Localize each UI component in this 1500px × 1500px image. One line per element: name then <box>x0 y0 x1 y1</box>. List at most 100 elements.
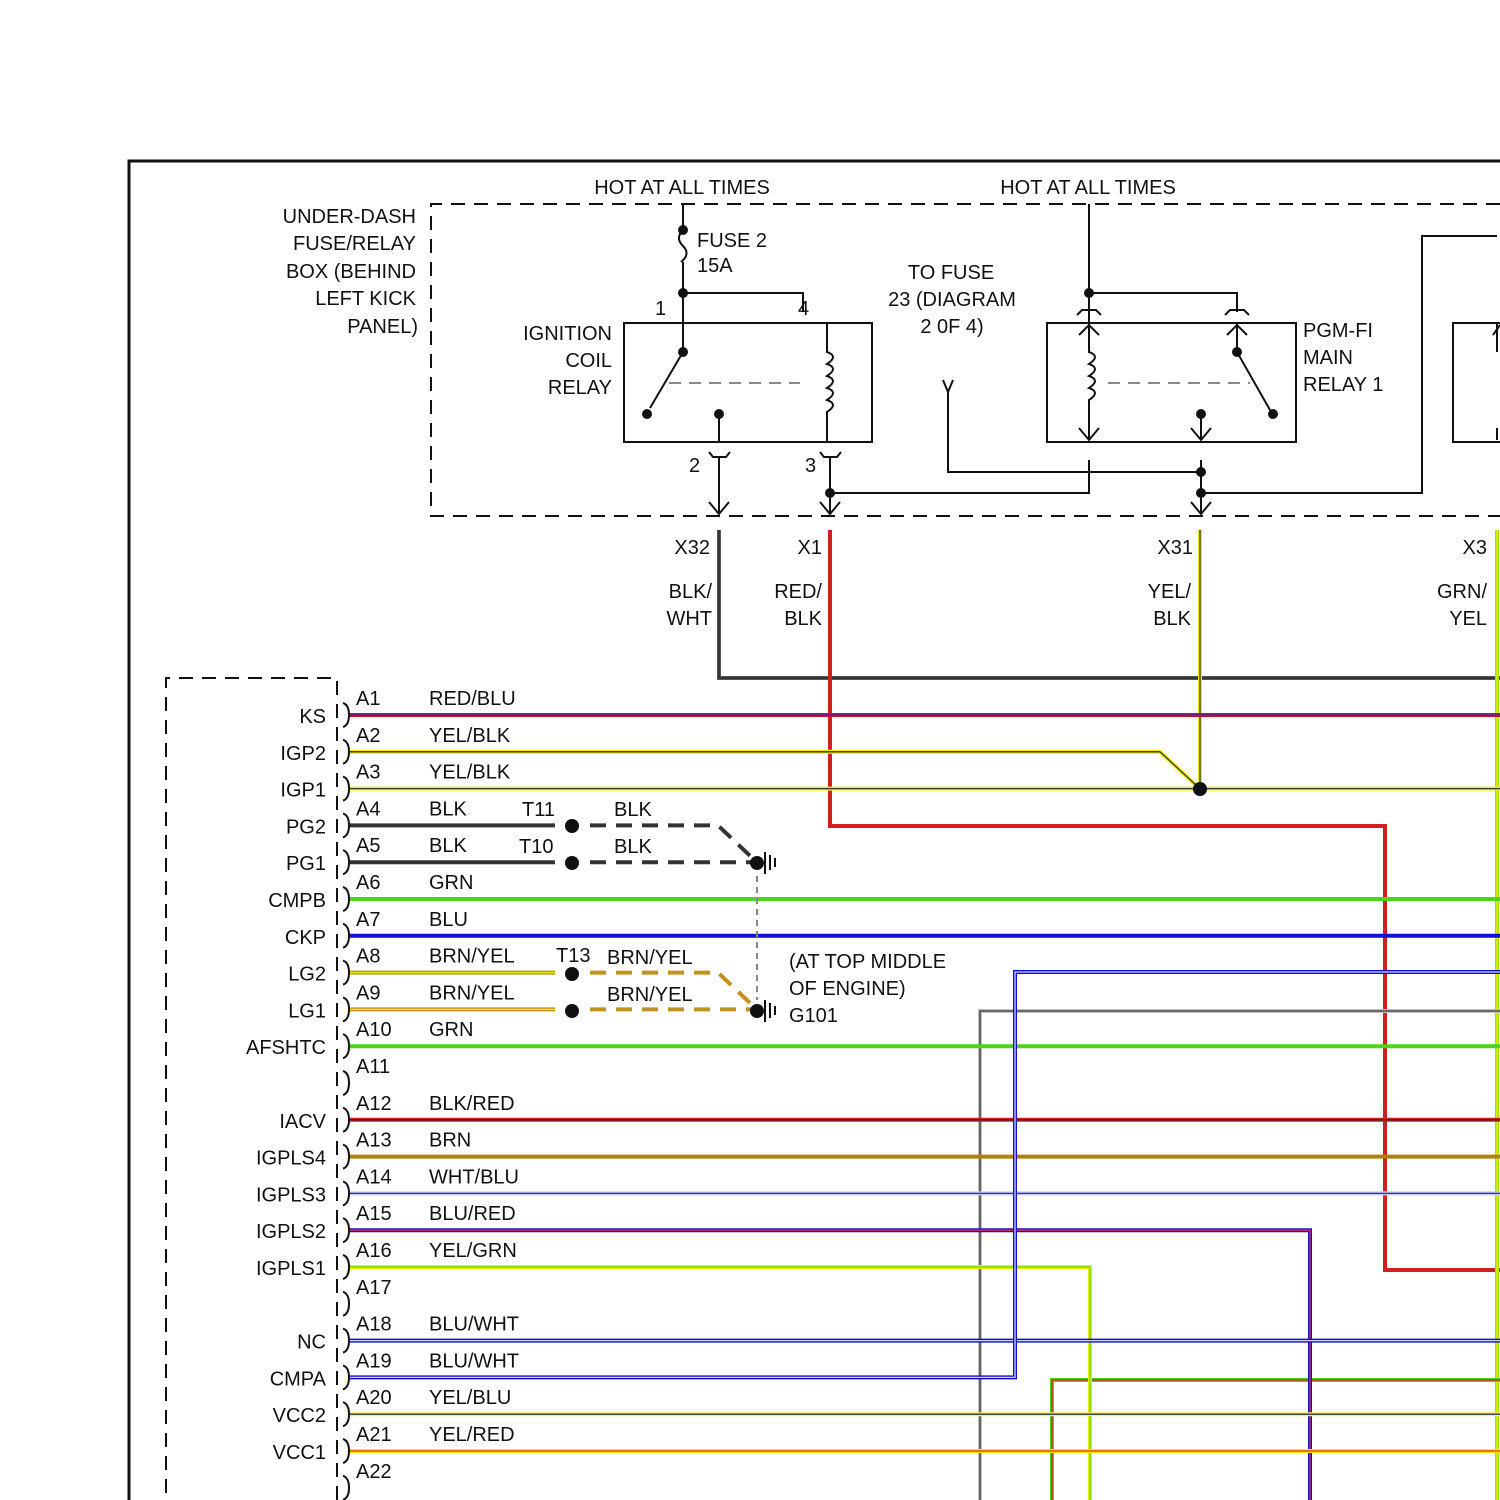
ground-note: (AT TOP MIDDLE <box>789 951 946 973</box>
signal-label: IGP2 <box>280 743 326 765</box>
wire-color-label: BLK <box>429 835 467 857</box>
relay-box-partial <box>1453 323 1500 442</box>
connector-pin-icon <box>343 1255 349 1279</box>
wire-color-label: BLK/RED <box>429 1093 515 1115</box>
wire-color-label: BLU/WHT <box>429 1314 519 1336</box>
signal-label: CKP <box>285 927 326 949</box>
hot-label-2: HOT AT ALL TIMES <box>1000 177 1176 199</box>
fuse-box-label: LEFT KICK <box>315 288 416 310</box>
terminal-id: X31 <box>1157 537 1193 559</box>
terminal-color: YEL/ <box>1148 581 1192 603</box>
pin-id: A15 <box>356 1203 392 1225</box>
to-fuse-lines <box>943 236 1497 514</box>
signal-label: PG1 <box>286 853 326 875</box>
connector-pin-icon <box>343 850 349 874</box>
wire-color-label: YEL/BLK <box>429 762 511 784</box>
main-relay-label: PGM-FI <box>1303 320 1373 342</box>
wire-color-label: BRN/YEL <box>607 947 693 969</box>
main-relay-coil-icon <box>1079 323 1270 440</box>
signal-label: IGPLS2 <box>256 1221 326 1243</box>
connector-pin-icon <box>343 924 349 948</box>
wire-x32-stripe <box>719 530 1500 678</box>
signal-label: IGPLS1 <box>256 1258 326 1280</box>
relay-coil-icon <box>709 323 833 514</box>
connector-pin-icon <box>343 887 349 911</box>
pin-id: A6 <box>356 872 380 894</box>
wire-color-label: YEL/BLU <box>429 1387 511 1409</box>
connector-pin-icon <box>343 997 349 1021</box>
connector-pin-icon <box>343 1181 349 1205</box>
pin-id: A2 <box>356 725 380 747</box>
ignition-coil-relay-box <box>624 323 872 442</box>
connector-pin-icon <box>343 777 349 801</box>
signal-label: VCC2 <box>273 1405 326 1427</box>
splice-label: T11 <box>522 799 555 821</box>
connector-pin-icon <box>343 1108 349 1132</box>
signal-label: LG1 <box>288 1000 326 1022</box>
fuse-box-label: FUSE/RELAY <box>293 233 416 255</box>
terminal-id: X3 <box>1463 537 1487 559</box>
terminal-color: GRN/ <box>1437 581 1487 603</box>
terminal-color: YEL <box>1449 608 1487 630</box>
wire-color-label: BLK <box>429 798 467 820</box>
pin-id: A13 <box>356 1130 392 1152</box>
wire-color-label: BRN/YEL <box>429 982 515 1004</box>
pin-id: A3 <box>356 762 380 784</box>
connector-pin-icon <box>343 1402 349 1426</box>
signal-label: AFSHTC <box>246 1037 326 1059</box>
pin-id: A22 <box>356 1461 392 1483</box>
pin-label: 4 <box>798 298 809 320</box>
wire-color-label: GRN <box>429 1019 473 1041</box>
connector-pin-icon <box>343 961 349 985</box>
splice-label: T10 <box>519 836 553 858</box>
terminal-color: BLK/ <box>669 581 713 603</box>
main-relay-label: RELAY 1 <box>1303 374 1383 396</box>
terminal-color: BLK <box>784 608 822 630</box>
pin-id: A14 <box>356 1166 392 1188</box>
pin-id: A1 <box>356 688 380 710</box>
pin-id: A19 <box>356 1350 392 1372</box>
hot-label-1: HOT AT ALL TIMES <box>594 177 770 199</box>
terminal-color: WHT <box>666 608 712 630</box>
relay-label: RELAY <box>548 377 612 399</box>
pin-label: 3 <box>805 455 816 477</box>
relay-partial-lines <box>1493 323 1500 440</box>
to-fuse-label: 2 0F 4) <box>920 316 983 338</box>
wire-color-label: YEL/RED <box>429 1424 515 1446</box>
pin-label: 1 <box>655 298 666 320</box>
wire-color-label: GRN <box>429 872 473 894</box>
connector-pin-icon <box>343 1365 349 1389</box>
main-relay-label: MAIN <box>1303 347 1353 369</box>
pin-id: A11 <box>356 1056 390 1078</box>
terminal-id: X1 <box>798 537 822 559</box>
wire-color-label: RED/BLU <box>429 688 516 710</box>
relay-output-lines <box>820 452 1089 514</box>
signal-label: LG2 <box>288 964 326 986</box>
connector-pin-icon <box>343 1476 349 1500</box>
wire-gray <box>980 1011 1500 1500</box>
signal-label: VCC1 <box>273 1442 326 1464</box>
ground-note: OF ENGINE) <box>789 978 906 1000</box>
wire-color-label: YEL/GRN <box>429 1240 517 1262</box>
terminal-color: RED/ <box>774 581 822 603</box>
connector-pin-icon <box>343 703 349 727</box>
fuse-rating: 15A <box>697 255 733 277</box>
wire-color-label: BLU <box>429 909 468 931</box>
wire-grn-red <box>1052 1380 1500 1500</box>
wire-gray-stripe <box>980 1011 1500 1500</box>
to-fuse-label: 23 (DIAGRAM <box>888 289 1016 311</box>
signal-label: IACV <box>279 1111 326 1133</box>
connector-pin-icon <box>343 740 349 764</box>
wire-color-label: BLK <box>614 836 652 858</box>
signal-label: NC <box>297 1332 326 1354</box>
connector-pin-icon <box>343 1292 349 1316</box>
signal-label: IGPLS3 <box>256 1184 326 1206</box>
fuse-box-label: BOX (BEHIND <box>286 261 416 283</box>
pin-id: A12 <box>356 1093 392 1115</box>
main-relay-input <box>1077 204 1249 323</box>
to-fuse-label: TO FUSE <box>908 262 994 284</box>
pin-id: A10 <box>356 1019 392 1041</box>
pin-id: A8 <box>356 946 380 968</box>
terminal-color: BLK <box>1153 608 1191 630</box>
